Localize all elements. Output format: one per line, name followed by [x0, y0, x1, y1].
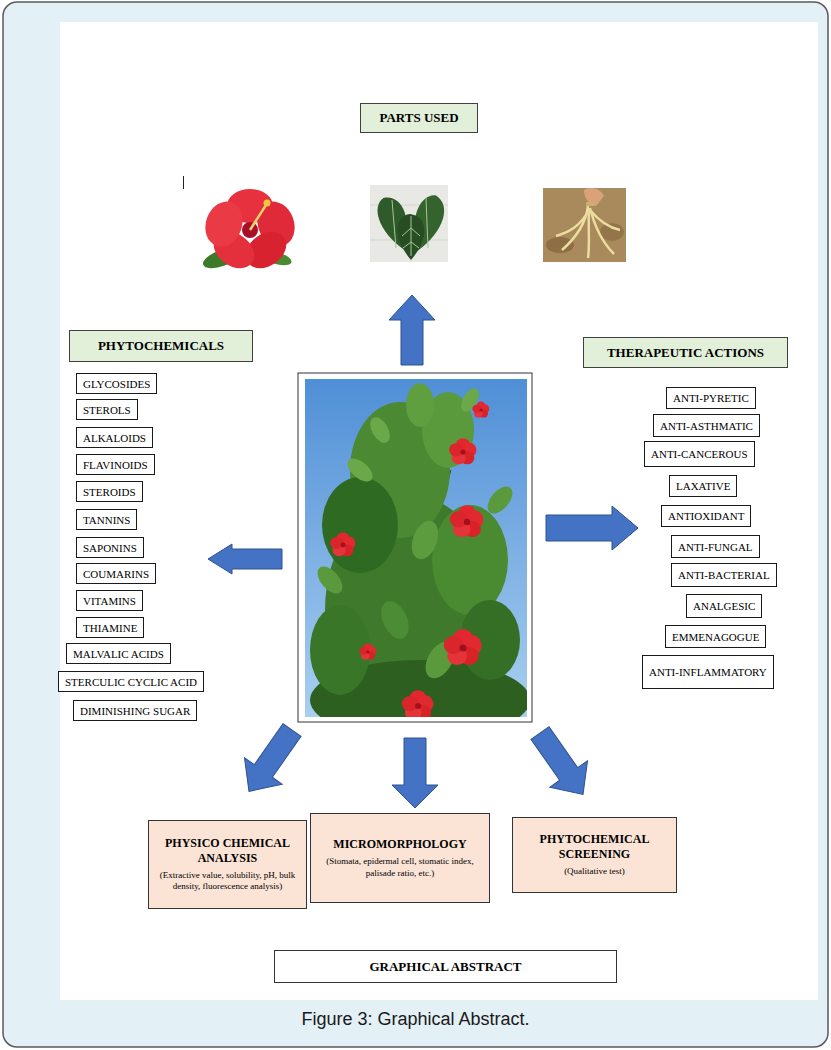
method-text: PHYTOCHEMICAL SCREENING — [519, 832, 670, 861]
list-item-box: LAXATIVE — [669, 475, 737, 497]
heading-text: THERAPEUTIC ACTIONS — [607, 345, 764, 361]
list-item-box: ANTI-CANCEROUS — [644, 441, 755, 467]
list-item-box: DIMINISHING SUGAR — [73, 700, 197, 721]
list-item-text: ANTI-CANCEROUS — [651, 448, 748, 460]
figure-ground — [60, 22, 818, 1000]
root-picture — [543, 188, 626, 262]
list-item-box: ANTI-ASTHMATIC — [653, 414, 760, 437]
method-text: PHYSICO CHEMICAL ANALYSIS — [155, 836, 300, 865]
left-arrow — [208, 544, 282, 574]
stray-mark — [183, 176, 184, 189]
list-item-text: COUMARINS — [83, 568, 149, 580]
down-right-arrow — [521, 720, 602, 808]
list-item-text: DIMINISHING SUGAR — [80, 705, 190, 717]
list-item-text: THIAMINE — [83, 622, 137, 634]
heading-text: PHYTOCHEMICALS — [98, 338, 224, 354]
list-item-box: ANTI-BACTERIAL — [671, 563, 777, 587]
list-item-text: ANALGESIC — [693, 600, 755, 612]
list-item-text: ALKALOIDS — [83, 432, 146, 444]
list-item-box: MALVALIC ACIDS — [66, 643, 171, 664]
list-item-text: VITAMINS — [83, 595, 136, 607]
title-box: GRAPHICAL ABSTRACT — [274, 950, 617, 983]
list-item-text: STEROIDS — [83, 486, 136, 498]
list-item-text: ANTI-PYRETIC — [673, 392, 749, 404]
list-item-box: COUMARINS — [76, 563, 156, 584]
leaf-picture — [370, 185, 450, 262]
list-item-text: STERCULIC CYCLIC ACID — [65, 676, 197, 688]
method-box: MICROMORPHOLOGY (Stomata, epidermal cell,… — [310, 813, 490, 903]
list-item-box: FLAVINOIDS — [76, 454, 155, 475]
flower-picture — [199, 189, 301, 276]
list-item-box: ANTIOXIDANT — [661, 505, 751, 527]
heading-box: THERAPEUTIC ACTIONS — [583, 337, 788, 368]
list-item-text: FLAVINOIDS — [83, 459, 148, 471]
down-left-arrow — [230, 717, 311, 805]
figure-panel — [3, 2, 828, 1047]
list-item-text: SAPONINS — [83, 542, 137, 554]
list-item-box: GLYCOSIDES — [76, 373, 157, 394]
method-text: MICROMORPHOLOGY — [333, 837, 466, 851]
list-item-text: GLYCOSIDES — [83, 378, 150, 390]
list-item-text: MALVALIC ACIDS — [73, 648, 164, 660]
list-item-box: VITAMINS — [76, 590, 143, 611]
list-item-text: EMMENAGOGUE — [672, 631, 759, 643]
list-item-box: STEROIDS — [76, 481, 143, 502]
method-text: (Stomata, epidermal cell, stomatic index… — [317, 856, 483, 879]
list-item-text: ANTIOXIDANT — [668, 510, 744, 522]
list-item-box: ANTI-INFLAMMATORY — [642, 655, 774, 689]
list-item-box: EMMENAGOGUE — [665, 625, 766, 648]
list-item-box: ALKALOIDS — [76, 427, 153, 448]
list-item-text: ANTI-BACTERIAL — [678, 569, 770, 581]
down-arrow — [392, 738, 438, 808]
list-item-box: THIAMINE — [76, 617, 144, 638]
heading-box: PHYTOCHEMICALS — [69, 330, 253, 362]
list-item-text: ANTI-INFLAMMATORY — [649, 666, 767, 678]
method-box: PHYSICO CHEMICAL ANALYSIS (Extractive val… — [148, 820, 307, 909]
right-arrow — [546, 506, 638, 550]
up-arrow — [389, 295, 435, 365]
list-item-box: TANNINS — [76, 509, 137, 530]
list-item-text: ANTI-FUNGAL — [678, 541, 753, 553]
list-item-box: ANTI-PYRETIC — [666, 387, 756, 409]
heading-box: PARTS USED — [360, 103, 478, 133]
list-item-box: ANALGESIC — [686, 594, 762, 618]
figure-caption: Figure 3: Graphical Abstract. — [0, 1009, 831, 1030]
list-item-box: STERCULIC CYCLIC ACID — [58, 671, 204, 692]
method-text: (Qualitative test) — [564, 866, 625, 877]
list-item-text: TANNINS — [83, 514, 130, 526]
list-item-text: ANTI-ASTHMATIC — [660, 420, 753, 432]
list-item-box: STEROLS — [76, 399, 138, 420]
method-box: PHYTOCHEMICAL SCREENING (Qualitative test… — [512, 817, 677, 893]
plant-photo — [305, 379, 527, 717]
list-item-text: STEROLS — [83, 404, 131, 416]
title-text: GRAPHICAL ABSTRACT — [369, 959, 521, 975]
method-text: (Extractive value, solubility, pH, bulk … — [155, 870, 300, 893]
list-item-box: ANTI-FUNGAL — [671, 535, 760, 558]
heading-text: PARTS USED — [379, 110, 458, 126]
list-item-text: LAXATIVE — [676, 480, 730, 492]
list-item-box: SAPONINS — [76, 537, 144, 558]
block-arrows — [208, 295, 638, 808]
